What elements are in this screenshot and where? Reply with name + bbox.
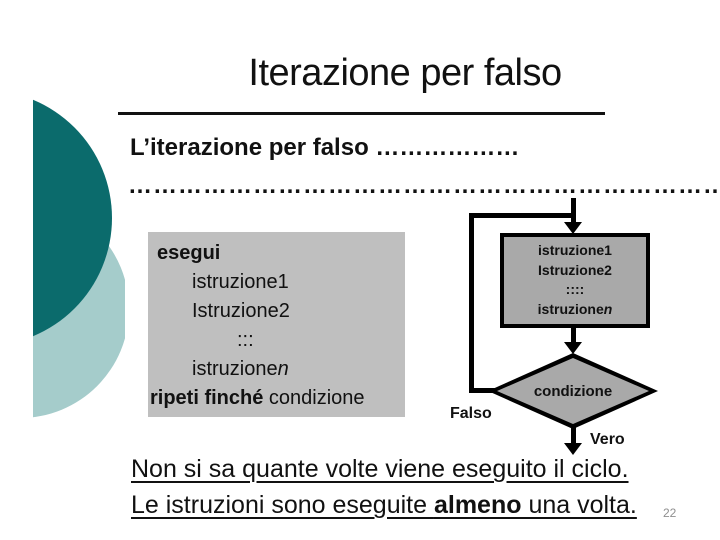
slide-page-number: 22 [663, 506, 677, 520]
slide-decoration [33, 88, 125, 422]
ripeti-condizione: condizione [263, 387, 365, 409]
conclusion-line2-pre: Le istruzioni sono eseguite [131, 491, 434, 519]
conclusion-line2-post: una volta. [521, 491, 637, 519]
flow-line-istruzionen: istruzionen [504, 300, 646, 320]
box-to-diamond-line [571, 328, 576, 344]
pseudocode-line-istruzionen: istruzionen [192, 355, 405, 384]
loop-line-top [469, 213, 576, 218]
flowchart-decision-diamond: condizione [488, 353, 658, 429]
conclusion-almeno: almeno [433, 491, 522, 519]
slide-title: Iterazione per falso [248, 52, 562, 94]
flow-istruzionen-var: n [603, 300, 613, 317]
intro-text-line2: ………………………………………………………………… [128, 172, 720, 199]
pseudocode-line-istruzione1: istruzione1 [192, 271, 289, 293]
flowchart-process-box: istruzione1 Istruzione2 :::: istruzionen [500, 233, 650, 328]
flow-line-istruzione2: Istruzione2 [538, 261, 612, 278]
diamond-label: condizione [497, 358, 649, 424]
loop-line-left [469, 213, 474, 393]
title-divider [118, 112, 605, 115]
exit-arrow-head [564, 443, 582, 455]
entry-arrow-head [564, 222, 582, 234]
false-branch-label: Falso [450, 405, 492, 422]
pseudocode-line-istruzione2: Istruzione2 [192, 300, 290, 322]
flow-istruzionen-base: istruzione [537, 300, 604, 317]
true-branch-label: Vero [590, 431, 625, 448]
entry-arrow-line [571, 198, 576, 224]
box-to-diamond-arrow-head [564, 342, 582, 354]
loop-line-bottom [469, 388, 495, 393]
intro-text-line1: L’iterazione per falso ……………… [130, 134, 520, 161]
ripeti-finche-keyword: ripeti finché [150, 387, 264, 409]
pseudocode-box: esegui istruzione1 Istruzione2 ::: istru… [148, 232, 405, 417]
pseudocode-line-dots: ::: [237, 329, 254, 351]
istruzionen-base: istruzione [192, 358, 278, 380]
istruzionen-var: n [277, 358, 289, 380]
flow-line-istruzione1: istruzione1 [538, 242, 612, 258]
conclusion-line2: Le istruzioni sono eseguite almeno una v… [131, 491, 637, 520]
exit-arrow-line [571, 427, 576, 444]
conclusion-line1: Non si sa quante volte viene eseguito il… [131, 455, 629, 483]
pseudocode-line-ripeti: ripeti finché condizione [150, 384, 405, 413]
pseudocode-line-esegui: esegui [157, 242, 221, 264]
flow-line-dots: :::: [565, 281, 585, 297]
